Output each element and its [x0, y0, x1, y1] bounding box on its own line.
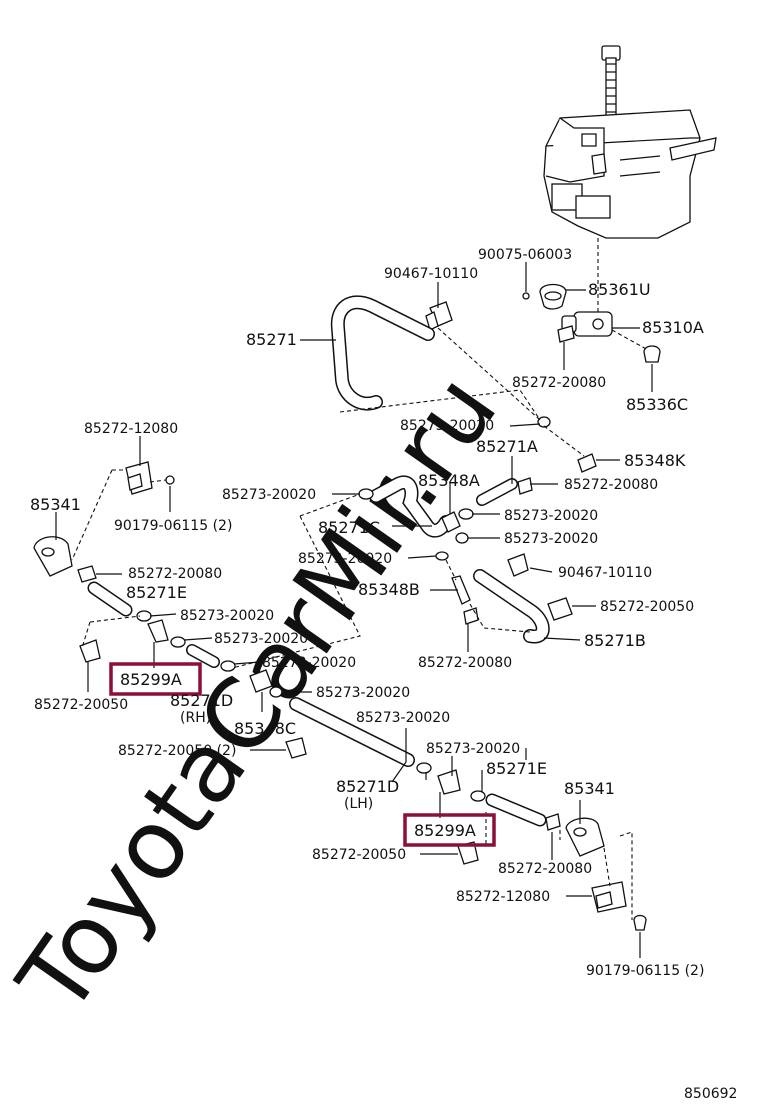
label-85271: 85271 — [246, 330, 297, 349]
label-lh: (LH) — [344, 796, 373, 812]
dashed-routing — [71, 238, 649, 920]
label-85273-20020-a: 85273-20020 — [400, 418, 494, 434]
label-90467-10110-mid: 90467-10110 — [558, 565, 652, 581]
label-85310A: 85310A — [642, 318, 704, 337]
label-85273-20020-h: 85273-20020 — [262, 655, 356, 671]
label-85273-20020-g: 85273-20020 — [214, 631, 308, 647]
label-85272-20080-c: 85272-20080 — [128, 566, 222, 582]
label-85273-20020-b: 85273-20020 — [222, 487, 316, 503]
hose-85271 — [330, 295, 435, 411]
highlight-85299A-right — [403, 813, 496, 847]
label-85272-20080-b: 85272-20080 — [564, 477, 658, 493]
label-rh: (RH) — [180, 710, 211, 726]
mid-right-assembly — [358, 416, 597, 644]
label-85341-right: 85341 — [564, 779, 615, 798]
label-85271D-lh: 85271D — [336, 777, 399, 796]
lower-right-assembly — [416, 762, 647, 931]
label-85273-20020-c: 85273-20020 — [504, 508, 598, 524]
label-85271E-left: 85271E — [126, 583, 187, 602]
label-85271E-right: 85271E — [486, 759, 547, 778]
diagram-id: 850692 — [684, 1086, 737, 1102]
washer-tank — [543, 45, 717, 239]
label-85341-left: 85341 — [30, 495, 81, 514]
label-85272-20080-bottom: 85272-20080 — [498, 861, 592, 877]
label-85299A-left[interactable]: 85299A — [120, 670, 182, 689]
highlight-85299A-left — [109, 662, 202, 696]
label-85273-20020-f: 85273-20020 — [180, 608, 274, 624]
label-90179-06115-right: 90179-06115 (2) — [586, 963, 704, 979]
label-85271B: 85271B — [584, 631, 646, 650]
watermark: ToyotaCarMir.ru — [0, 355, 519, 1034]
part-labels: 90075-06003 90467-10110 85361U 85271 853… — [30, 247, 737, 1102]
label-85272-20050-2: 85272-20050 (2) — [118, 743, 236, 759]
label-85273-20020-e: 85273-20020 — [298, 551, 392, 567]
label-90075-06003: 90075-06003 — [478, 247, 572, 263]
label-85271A: 85271A — [476, 437, 538, 456]
label-85348A: 85348A — [418, 471, 480, 490]
label-85348K: 85348K — [624, 451, 686, 470]
label-85272-20050-right: 85272-20050 — [600, 599, 694, 615]
label-90179-06115-left: 90179-06115 (2) — [114, 518, 232, 534]
label-85271D-rh: 85271D — [170, 691, 233, 710]
label-90467-10110-top: 90467-10110 — [384, 266, 478, 282]
label-85272-20080-d: 85272-20080 — [418, 655, 512, 671]
label-85272-12080-left: 85272-12080 — [84, 421, 178, 437]
hose-85271D — [289, 697, 415, 767]
label-85361U: 85361U — [588, 280, 651, 299]
left-nozzle-assembly — [33, 461, 307, 759]
label-85299A-right[interactable]: 85299A — [414, 821, 476, 840]
label-85273-20020-d: 85273-20020 — [504, 531, 598, 547]
label-85348B: 85348B — [358, 580, 420, 599]
label-85336C: 85336C — [626, 395, 688, 414]
label-85272-20050-bottom: 85272-20050 — [312, 847, 406, 863]
label-85273-20020-k: 85273-20020 — [426, 741, 520, 757]
label-85273-20020-i: 85273-20020 — [316, 685, 410, 701]
label-85272-12080-right: 85272-12080 — [456, 889, 550, 905]
leader-lines — [55, 262, 653, 958]
label-85273-20020-j: 85273-20020 — [356, 710, 450, 726]
label-85348C: 85348C — [234, 719, 296, 738]
label-85272-20050-left: 85272-20050 — [34, 697, 128, 713]
label-85272-20080-pump: 85272-20080 — [512, 375, 606, 391]
pump-assembly — [425, 283, 661, 363]
label-85271C: 85271C — [318, 518, 380, 537]
